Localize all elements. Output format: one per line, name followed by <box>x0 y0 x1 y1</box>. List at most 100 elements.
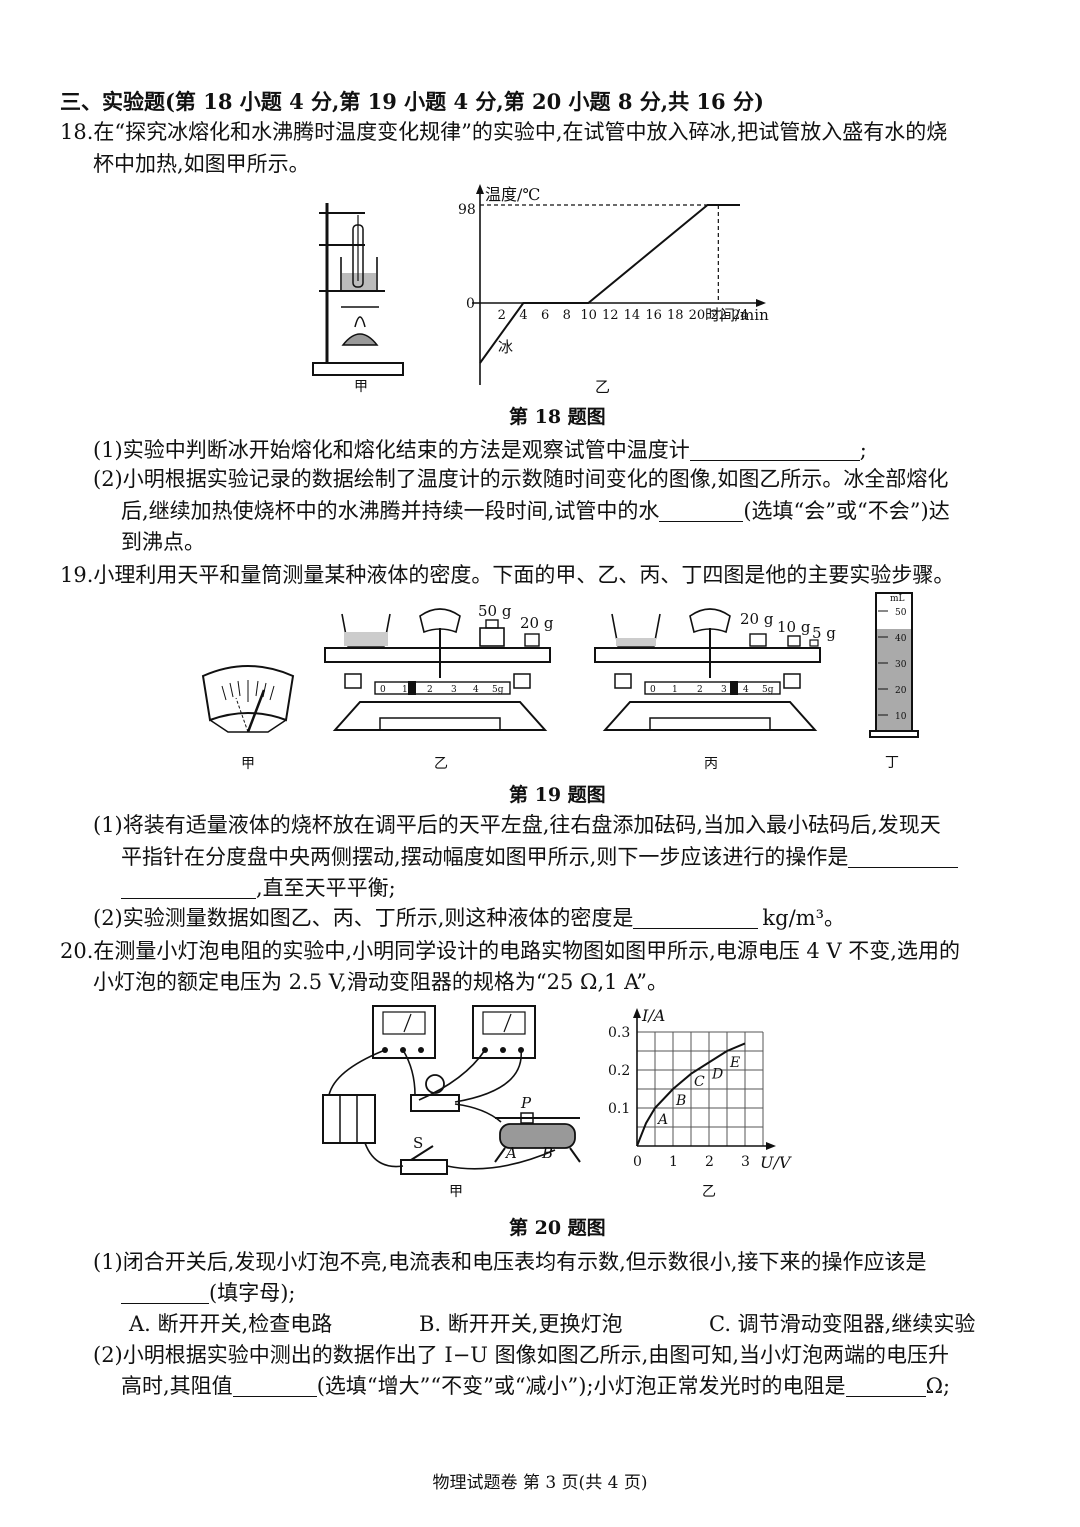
fig18-x-tick-2: 2 <box>498 308 506 323</box>
q19-part2-unit: kg/m³。 <box>762 906 845 930</box>
switch-label: S <box>413 1134 423 1152</box>
fig18-x-tick-22: 22 <box>710 308 727 323</box>
page-footer: 物理试题卷 第 3 页(共 4 页) <box>432 1473 648 1493</box>
fig20-x-tick-3: 3 <box>741 1154 750 1170</box>
slider-label: P <box>520 1094 532 1112</box>
q20-option-b[interactable]: B. 断开开关,更换灯泡 <box>419 1312 623 1336</box>
fig19-balance-bing: 20 g 10 g 5 g 0 1 2 3 4 5g 丙 <box>594 608 836 772</box>
fig20-x-label: U/V <box>760 1153 792 1172</box>
q18-stem-line-1: 18.在“探究冰熔化和水沸腾时温度变化规律”的实验中,在试管中放入碎冰,把试管放… <box>60 120 948 144</box>
fig18-y-label: 温度/℃ <box>485 185 540 204</box>
fig18-temperature-line <box>479 204 740 364</box>
fig18-x-tick-20: 20 <box>689 308 706 323</box>
q19-answer-1-blank-b[interactable] <box>121 876 256 899</box>
q18-part2-line-2: 后,继续加热使烧杯中的水沸腾并持续一段时间,试管中的水 (选填“会”或“不会”)达 <box>121 497 950 525</box>
yi-scale-tick-0: 0 <box>380 685 386 695</box>
q18-stem-line-2: 杯中加热,如图甲所示。 <box>93 152 310 176</box>
q20-answer-1-blank[interactable] <box>121 1281 209 1304</box>
q18-answer-1-blank[interactable] <box>689 438 860 461</box>
q20-answer-3-blank[interactable] <box>845 1374 926 1397</box>
fig18-y-tick-0: 0 <box>466 296 475 312</box>
fig19-label-yi: 乙 <box>434 756 448 772</box>
yi-scale-tick-3: 3 <box>451 685 457 695</box>
fig18-x-tick-12: 12 <box>602 308 619 323</box>
fig19-bing-weight-5g: 5 g <box>812 624 836 642</box>
q18-answer-2-blank[interactable] <box>659 499 744 522</box>
fig19-label-ding: 丁 <box>885 755 899 771</box>
bing-scale-tick-2: 2 <box>697 685 703 695</box>
bing-scale-tick-3: 3 <box>721 685 727 695</box>
fig18-x-tick-4: 4 <box>519 308 527 323</box>
fig19-label-bing: 丙 <box>704 756 718 772</box>
fig19-pointer-dial: 甲 <box>201 665 295 772</box>
fig20-label-yi: 乙 <box>702 1184 716 1200</box>
q20-part2-text-a: 高时,其阻值 <box>121 1374 233 1398</box>
fig20-point-C: C <box>694 1074 705 1090</box>
q20-stem-line-1: 20.在测量小灯泡电阻的实验中,小明同学设计的电路实物图如图甲所示,电源电压 4… <box>60 939 960 963</box>
fig20-iu-curve <box>636 1042 746 1147</box>
fig18-label-jia: 甲 <box>354 379 368 395</box>
fig18-x-tick-16: 16 <box>645 308 662 323</box>
yi-scale-tick-2: 2 <box>427 685 433 695</box>
q18-part2-line-3: 到沸点。 <box>121 530 205 554</box>
q19-part1-line-2: 平指针在分度盘中央两侧摆动,摆动幅度如图甲所示,则下一步应该进行的操作是 <box>121 843 959 871</box>
fig18-x-tick-18: 18 <box>667 308 684 323</box>
fig20-x-tick-1: 1 <box>669 1154 678 1170</box>
yi-scale-tick-1: 1 <box>402 685 408 695</box>
q20-part1-line-1: (1)闭合开关后,发现小灯泡不亮,电流表和电压表均有示数,但示数很小,接下来的操… <box>93 1250 927 1274</box>
fig18-x-label: 时间/min <box>705 306 769 324</box>
q20-answer-2-blank[interactable] <box>232 1374 317 1397</box>
q19-part1-line-3: ,直至天平平衡; <box>121 874 396 902</box>
q19-answer-1-blank-a[interactable] <box>848 845 959 868</box>
heating-apparatus-figure: 甲 <box>312 203 404 395</box>
rheostat <box>499 1123 576 1149</box>
q19-answer-2-blank[interactable] <box>633 906 759 929</box>
q19-part2-text: (2)实验测量数据如图乙、丙、丁所示,则这种液体的密度是 <box>93 906 634 930</box>
fig18-label-yi: 乙 <box>595 378 610 396</box>
q20-option-c[interactable]: C. 调节滑动变阻器,继续实验 <box>709 1312 976 1336</box>
q19-part1-end: ,直至天平平衡; <box>256 876 396 900</box>
switch <box>400 1159 448 1175</box>
fig18-x-tick-10: 10 <box>580 308 597 323</box>
fig20-y-label: I/A <box>641 1006 665 1025</box>
fig18-x-tick-6: 6 <box>541 308 549 323</box>
fig20-point-B: B <box>675 1093 686 1109</box>
q18-part2-text-b: (选填“会”或“不会”)达 <box>743 499 950 523</box>
q20-part2-line-1: (2)小明根据实验中测出的数据作出了 I−U 图像如图乙所示,由图可知,当小灯泡… <box>93 1343 950 1367</box>
fig18-annotation-ice: 冰 <box>498 338 513 356</box>
q20-option-a[interactable]: A. 断开开关,检查电路 <box>129 1312 333 1336</box>
cylinder-tick-20: 20 <box>895 686 907 696</box>
yi-scale-tick-5: 5g <box>492 685 504 695</box>
bing-scale-tick-1: 1 <box>672 685 678 695</box>
cylinder-tick-50: 50 <box>895 608 907 618</box>
cylinder-unit: mL <box>890 594 905 604</box>
voltmeter <box>472 1005 536 1059</box>
fig20-x-tick-0: 0 <box>633 1154 642 1170</box>
q20-stem-line-2: 小灯泡的额定电压为 2.5 V,滑动变阻器的规格为“25 Ω,1 A”。 <box>93 970 668 994</box>
fig20-circuit-figure: S P A B 甲 <box>322 1005 581 1200</box>
q18-part2-line-1: (2)小明根据实验记录的数据绘制了温度计的示数随时间变化的图像,如图乙所示。冰全… <box>93 467 949 491</box>
section-title: 三、实验题(第 18 小题 4 分,第 19 小题 4 分,第 20 小题 8 … <box>60 89 764 114</box>
fig19-yi-weight-50g: 50 g <box>478 602 512 620</box>
fig19-caption: 第 19 题图 <box>509 784 606 806</box>
yi-scale-tick-4: 4 <box>473 685 479 695</box>
fig20-y-tick-0.3: 0.3 <box>608 1025 630 1041</box>
lamp-base <box>410 1094 460 1112</box>
q20-part1-line-2: (填字母); <box>121 1279 295 1307</box>
fig18-caption: 第 18 题图 <box>509 406 606 428</box>
fig20-point-E: E <box>729 1055 740 1071</box>
q19-part2: (2)实验测量数据如图乙、丙、丁所示,则这种液体的密度是 kg/m³。 <box>93 904 845 932</box>
bing-scale-tick-0: 0 <box>650 685 656 695</box>
cylinder-tick-30: 30 <box>895 660 907 670</box>
fig19-yi-weight-20g: 20 g <box>520 614 554 632</box>
bing-scale-tick-5: 5g <box>762 685 774 695</box>
q19-part1-line-1: (1)将装有适量液体的烧杯放在调平后的天平左盘,往右盘添加砝码,当加入最小砝码后… <box>93 813 941 837</box>
fig18-x-tick-14: 14 <box>624 308 641 323</box>
fig20-y-tick-0.2: 0.2 <box>608 1063 630 1079</box>
fig18-x-tick-8: 8 <box>563 308 571 323</box>
pointer-needle <box>246 689 266 733</box>
fig20-x-tick-2: 2 <box>705 1154 714 1170</box>
q18-part2-text-a: 后,继续加热使烧杯中的水沸腾并持续一段时间,试管中的水 <box>121 499 660 523</box>
fig20-y-tick-0.1: 0.1 <box>608 1101 630 1117</box>
